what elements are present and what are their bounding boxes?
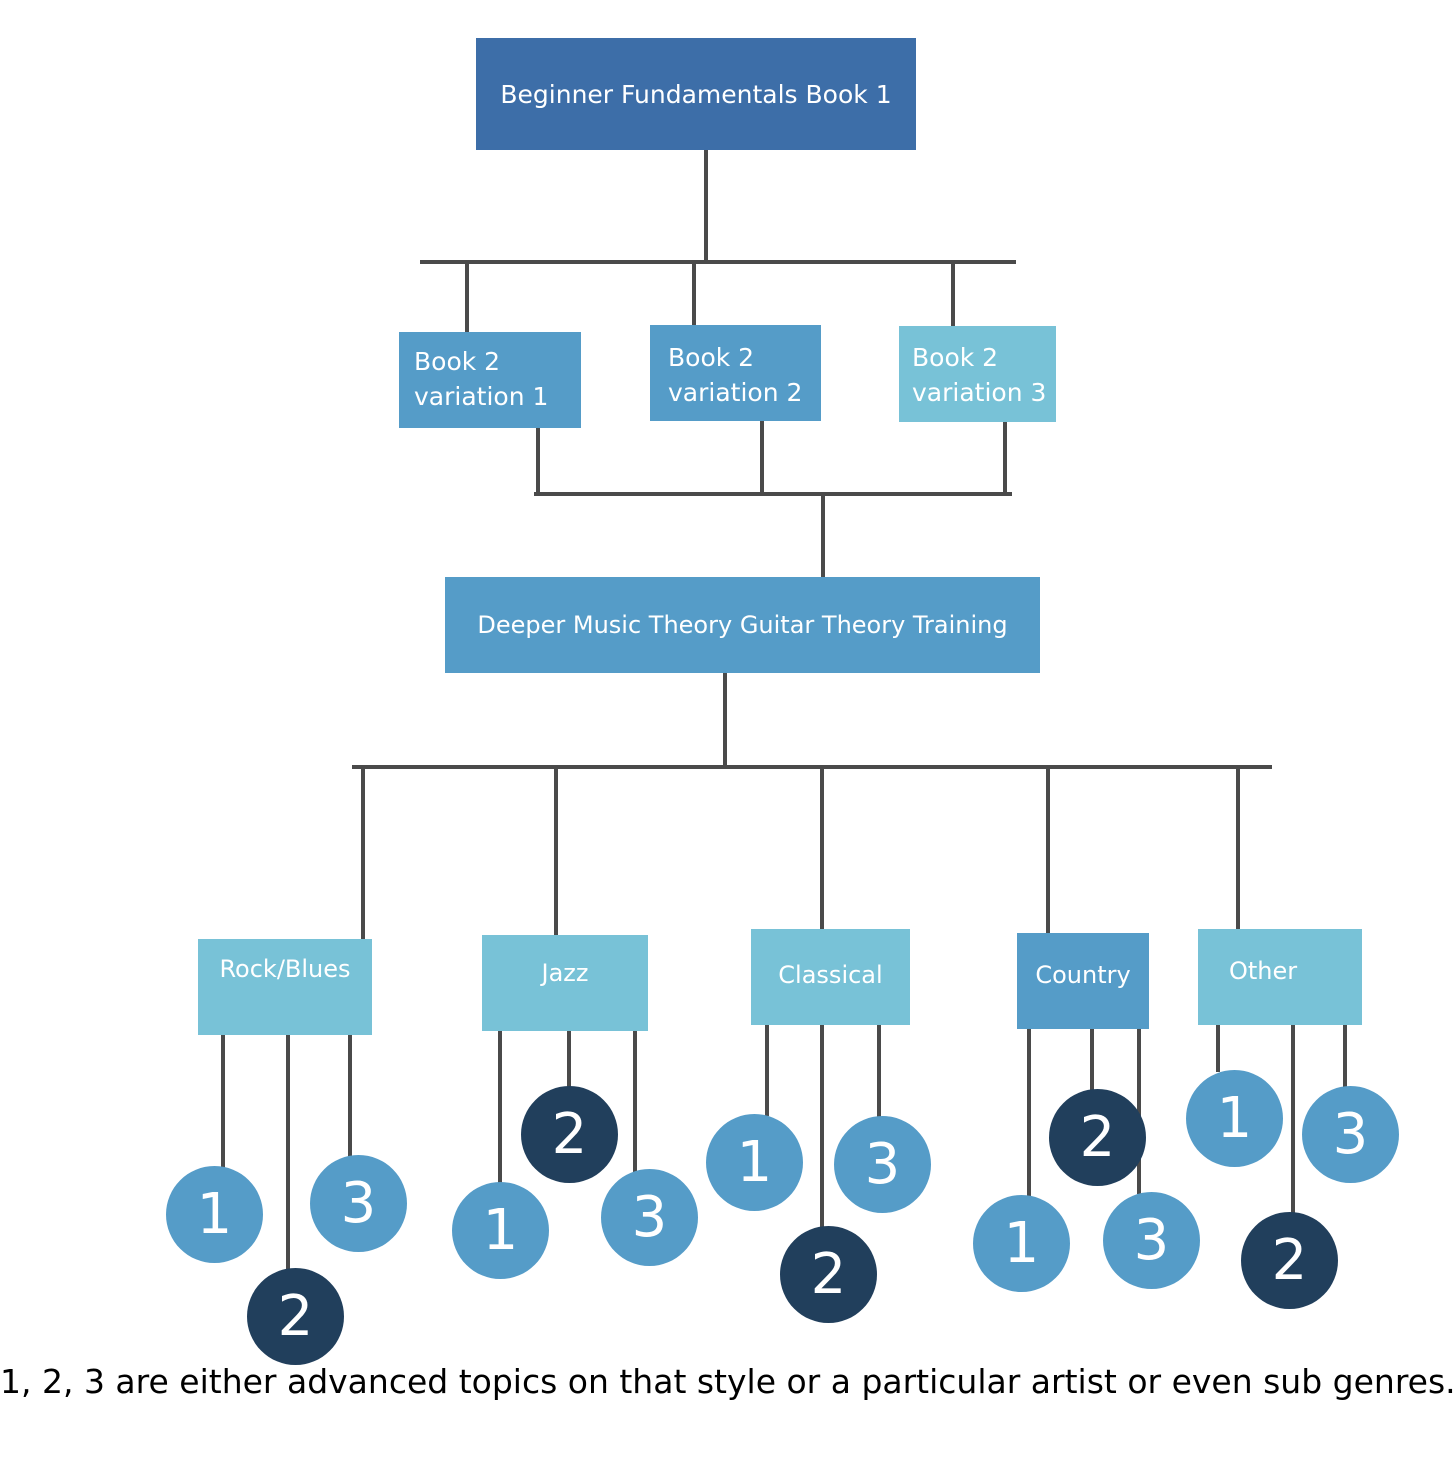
book-node-2: Book 2 variation 2	[650, 325, 821, 421]
book-node-line2: variation 1	[414, 382, 549, 411]
topic-label: 1	[482, 1198, 519, 1263]
book-node-line1: Book 2	[912, 343, 999, 372]
topic-circle: 2	[1049, 1089, 1146, 1186]
genre-label: Jazz	[541, 959, 589, 987]
topic-circle: 2	[1241, 1212, 1338, 1309]
topic-circle: 3	[834, 1116, 931, 1213]
book-node-1: Book 2 variation 1	[399, 332, 581, 428]
book-node-line1: Book 2	[668, 343, 755, 372]
caption-text: 1, 2, 3 are either advanced topics on th…	[0, 1362, 1456, 1401]
genre-label: Classical	[778, 961, 883, 989]
topic-circle: 1	[1186, 1070, 1283, 1167]
topic-circle: 1	[706, 1114, 803, 1211]
topic-label: 1	[1003, 1211, 1040, 1276]
genre-node-other: Other	[1198, 929, 1362, 1025]
genre-node-country: Country	[1017, 933, 1149, 1029]
theory-node-label: Deeper Music Theory Guitar Theory Traini…	[477, 611, 1008, 639]
topic-circle: 2	[521, 1086, 618, 1183]
topic-circle: 3	[310, 1155, 407, 1252]
topic-label: 3	[864, 1132, 901, 1197]
genre-node-classical: Classical	[751, 929, 910, 1025]
topic-label: 2	[551, 1102, 588, 1167]
topic-label: 1	[196, 1182, 233, 1247]
topic-label: 3	[1332, 1102, 1369, 1167]
topic-circle: 3	[1302, 1086, 1399, 1183]
top-node: Beginner Fundamentals Book 1	[476, 38, 916, 150]
connector-lines	[221, 150, 1347, 1270]
topic-label: 2	[1271, 1228, 1308, 1293]
topic-circle: 1	[166, 1166, 263, 1263]
topic-label: 1	[736, 1130, 773, 1195]
book-node-3: Book 2 variation 3	[899, 326, 1056, 422]
genre-node-jazz: Jazz	[482, 935, 648, 1031]
book-node-line1: Book 2	[414, 347, 501, 376]
topic-label: 3	[631, 1185, 668, 1250]
topic-label: 2	[277, 1284, 314, 1349]
genre-node-rock-blues: Rock/Blues	[198, 939, 372, 1035]
topic-label: 2	[1079, 1105, 1116, 1170]
topic-circle: 2	[780, 1226, 877, 1323]
topic-circle: 1	[973, 1195, 1070, 1292]
topic-circle: 1	[452, 1182, 549, 1279]
topic-circle: 2	[247, 1268, 344, 1365]
topic-label: 3	[1133, 1208, 1170, 1273]
book-node-line2: variation 2	[668, 378, 803, 407]
theory-node: Deeper Music Theory Guitar Theory Traini…	[445, 577, 1040, 673]
topic-circle: 3	[1103, 1192, 1200, 1289]
topic-circle: 3	[601, 1169, 698, 1266]
genre-label: Other	[1229, 957, 1298, 985]
genre-label: Country	[1035, 961, 1131, 989]
top-node-label: Beginner Fundamentals Book 1	[500, 79, 892, 109]
topic-label: 3	[340, 1171, 377, 1236]
topic-label: 2	[810, 1242, 847, 1307]
book-node-line2: variation 3	[912, 378, 1047, 407]
genre-label: Rock/Blues	[219, 955, 351, 983]
topic-label: 1	[1216, 1086, 1253, 1151]
